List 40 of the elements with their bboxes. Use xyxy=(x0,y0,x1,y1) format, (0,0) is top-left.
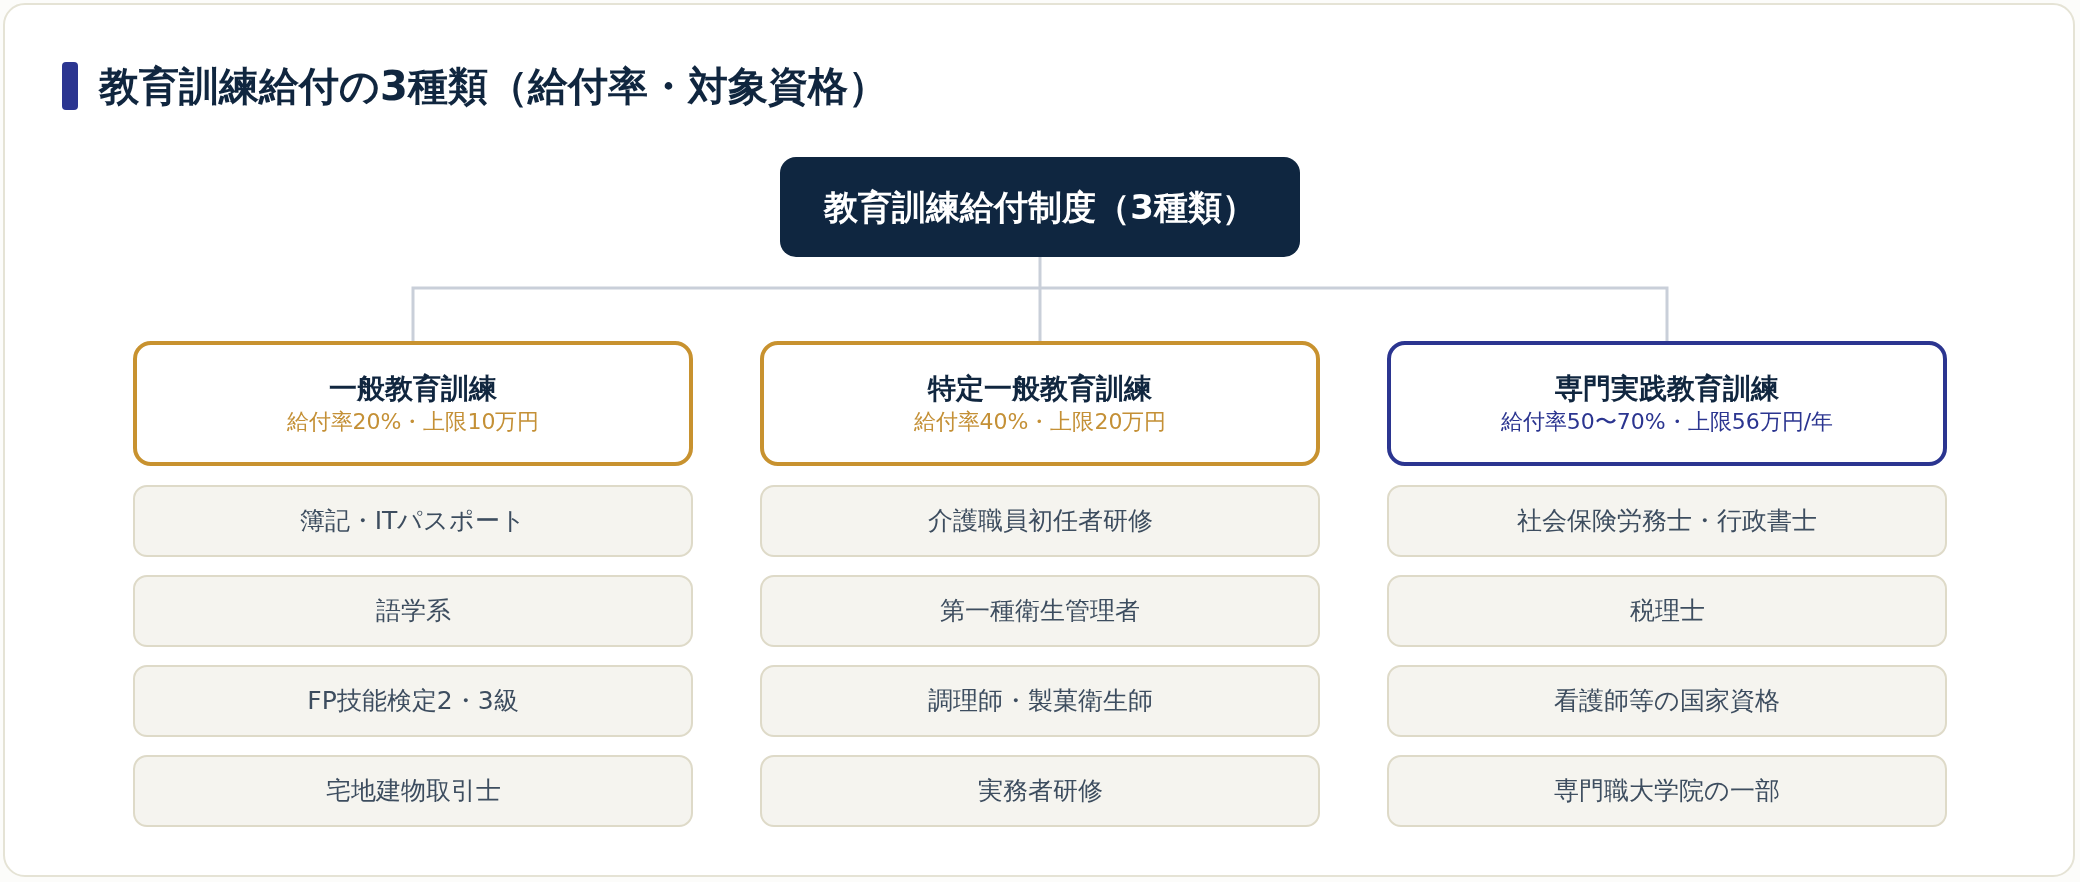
connector-line xyxy=(411,286,1040,341)
qualification-text: 宅地建物取引士 xyxy=(325,775,501,807)
qualification-text: 第一種衛生管理者 xyxy=(940,595,1140,627)
qualification-text: 実務者研修 xyxy=(977,775,1103,807)
category-box xyxy=(133,341,693,466)
qualification-text: 調理師・製菓衛生師 xyxy=(927,685,1153,717)
qualification-text: 社会保険労務士・行政書士 xyxy=(1517,505,1817,537)
qualification-box xyxy=(760,665,1320,737)
benefit-rate-text: 給付率50〜70%・上限56万円/年 xyxy=(1500,407,1834,436)
category-heading: 特定一般教育訓練 xyxy=(928,370,1152,407)
category-heading: 専門実践教育訓練 xyxy=(1555,370,1779,407)
connector-line xyxy=(1038,257,1042,288)
qualification-box xyxy=(1387,665,1947,737)
diagram-title: 教育訓練給付の3種類（給付率・対象資格） xyxy=(99,62,888,111)
qualification-box xyxy=(133,575,693,647)
benefit-rate-text: 給付率40%・上限20万円 xyxy=(913,407,1167,436)
qualification-box xyxy=(1387,485,1947,557)
category-box xyxy=(1387,341,1947,466)
qualification-box xyxy=(1387,755,1947,827)
qualification-box xyxy=(760,575,1320,647)
qualification-text: 看護師等の国家資格 xyxy=(1554,685,1780,717)
qualification-text: FP技能検定2・3級 xyxy=(307,685,519,717)
root-box xyxy=(780,157,1300,257)
category-box xyxy=(760,341,1320,466)
qualification-text: 専門職大学院の一部 xyxy=(1554,775,1780,807)
connector-line xyxy=(1040,286,1669,341)
qualification-box xyxy=(1387,575,1947,647)
qualification-box xyxy=(760,755,1320,827)
connector-line xyxy=(1038,288,1042,341)
qualification-text: 語学系 xyxy=(375,595,451,627)
benefit-rate-text: 給付率20%・上限10万円 xyxy=(286,407,540,436)
qualification-box xyxy=(133,665,693,737)
qualification-text: 税理士 xyxy=(1629,595,1705,627)
qualification-text: 簿記・ITパスポート xyxy=(299,505,527,537)
category-heading: 一般教育訓練 xyxy=(329,370,497,407)
root-title: 教育訓練給付制度（3種類） xyxy=(824,186,1256,228)
qualification-text: 介護職員初任者研修 xyxy=(927,505,1153,537)
qualification-box xyxy=(760,485,1320,557)
qualification-box xyxy=(133,485,693,557)
qualification-box xyxy=(133,755,693,827)
